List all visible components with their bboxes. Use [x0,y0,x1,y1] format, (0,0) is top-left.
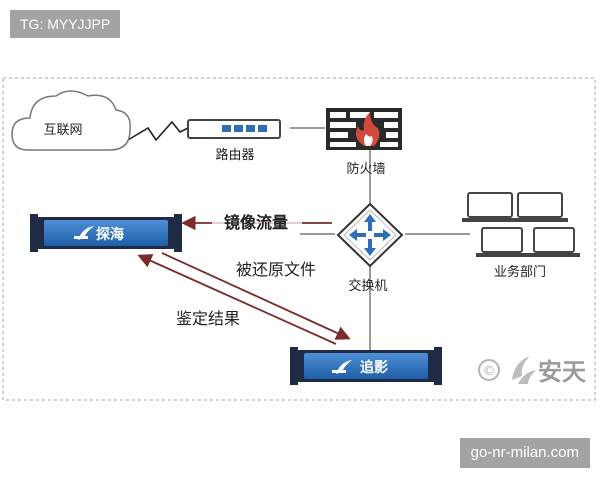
diagram-border [2,77,596,401]
laptop-icon [528,227,580,257]
laptop-icon [476,227,528,257]
zhuiying-device [290,347,442,385]
switch-icon [336,202,404,268]
tanhai-label: 探海 [96,226,124,243]
router-icon [187,119,281,139]
result-arrow [137,254,337,345]
firewall-label: 防火墙 [346,161,385,177]
result-label: 鉴定结果 [176,309,240,328]
restored-arrow [161,252,351,340]
bottom-tag: go-nr-milan.com [459,438,590,468]
tanhai-device [30,214,182,252]
brand-watermark: 安天 [538,358,586,386]
internet-label: 互联网 [43,123,82,138]
business-label: 业务部门 [494,264,546,280]
cloud-icon [11,90,131,151]
zhuiying-label: 追影 [360,359,388,376]
svg-text:©: © [483,364,496,379]
firewall-icon [326,108,402,150]
router-label: 路由器 [215,147,254,163]
top-tag: TG: MYYJJPP [10,10,121,38]
link-internet-router [127,120,189,142]
laptop-icon [462,192,518,222]
antiy-logo: © [478,356,536,384]
restored-label: 被还原文件 [236,260,316,279]
laptop-icon [512,192,568,222]
switch-label: 交换机 [348,278,387,294]
mirror-label: 镜像流量 [224,213,288,232]
